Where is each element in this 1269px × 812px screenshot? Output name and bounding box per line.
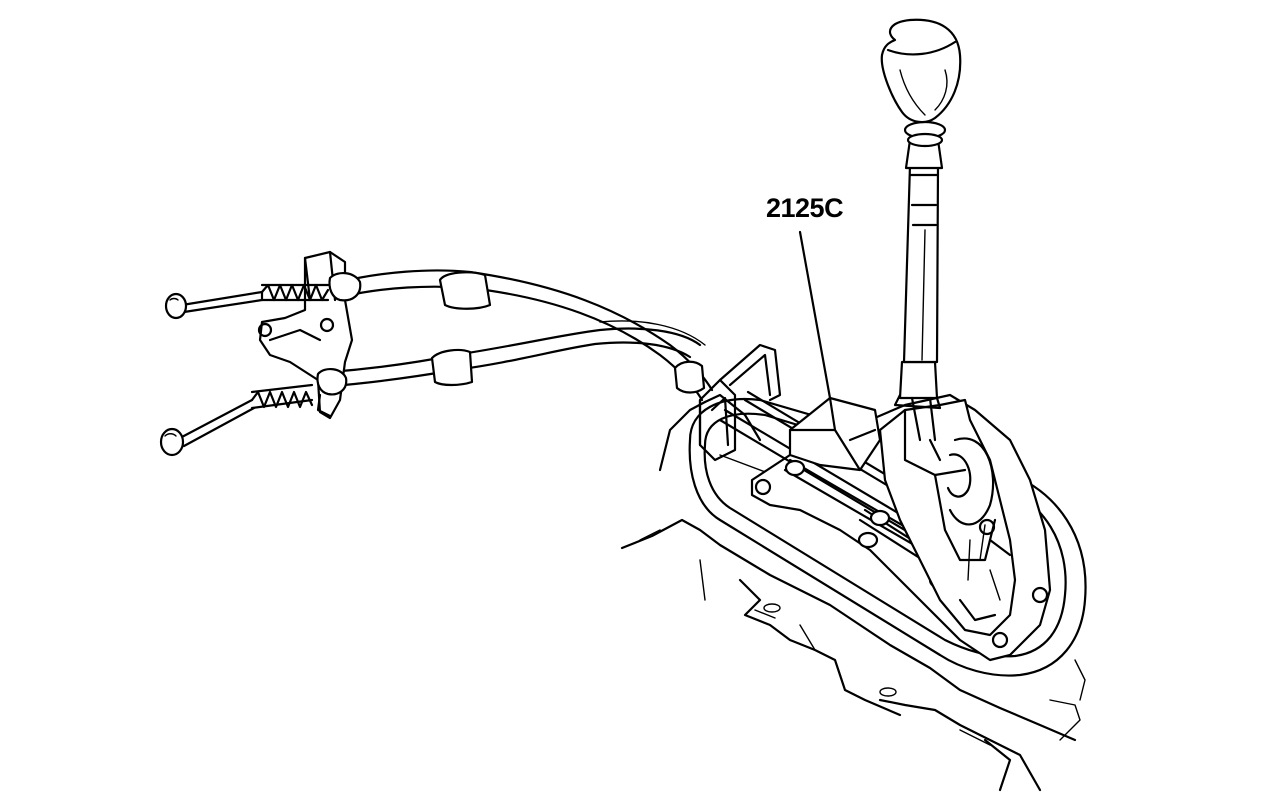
lower-cable-end [159, 383, 314, 457]
floor-pan [620, 393, 1086, 792]
callout-label: 2125C [766, 193, 844, 223]
shift-cables [328, 269, 714, 402]
cable-mount-bracket [257, 250, 362, 420]
upper-cable-end [164, 283, 330, 320]
callout-leader-line [798, 230, 832, 400]
shift-lever [880, 18, 962, 442]
cable-bracket [698, 343, 782, 462]
tool-2125c-block [788, 396, 882, 472]
shifter-tower [878, 398, 1017, 637]
